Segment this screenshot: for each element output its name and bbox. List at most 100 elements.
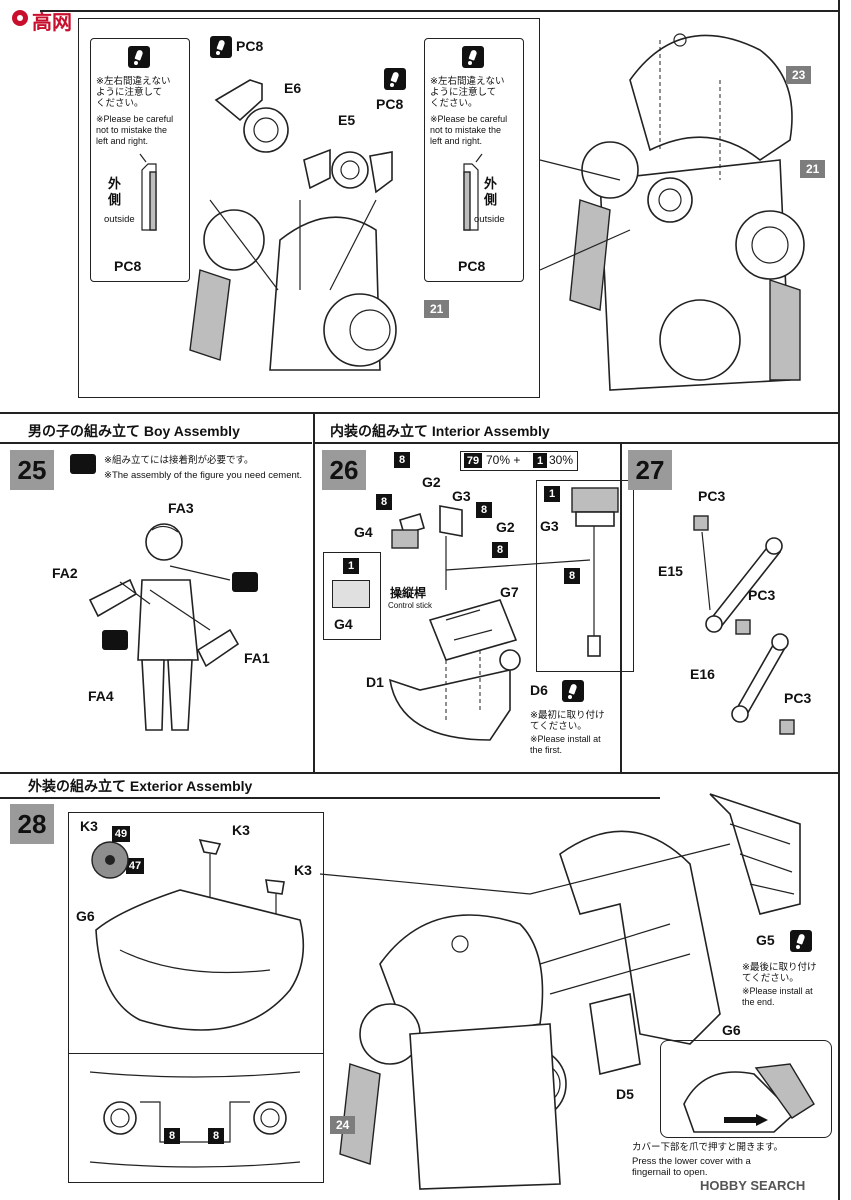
section-divider bbox=[0, 772, 838, 774]
color-mix-box bbox=[460, 451, 578, 471]
step24-right-robot-illustration bbox=[569, 33, 805, 391]
step25-note-en: ※The assembly of the figure you need cem… bbox=[104, 470, 303, 481]
cover-note-en: Press the lower cover with a fingernail … bbox=[632, 1156, 751, 1178]
step24-right-note-en: ※Please be careful not to mistake the le… bbox=[430, 114, 508, 146]
caution-icon bbox=[128, 46, 150, 68]
part-label-d6: D6 bbox=[530, 682, 548, 698]
part-label-d1: D1 bbox=[366, 674, 384, 690]
exterior-inset-illustration bbox=[89, 1071, 301, 1168]
section-divider bbox=[620, 442, 622, 772]
step28-detail-box bbox=[68, 812, 324, 1054]
part-label-d5: D5 bbox=[616, 1086, 634, 1102]
step27-number: 27 bbox=[628, 450, 672, 490]
caution-icon bbox=[384, 68, 406, 90]
color-badge: 8 bbox=[564, 568, 580, 584]
part-label-g4: G4 bbox=[334, 616, 353, 632]
part-label-g2: G2 bbox=[496, 519, 515, 535]
part-label-g2: G2 bbox=[422, 474, 441, 490]
color-badge-1: 1 bbox=[533, 453, 547, 468]
logo-text: 高网 bbox=[32, 10, 72, 34]
ref-label-24: 24 bbox=[330, 1116, 356, 1134]
part-label-g3: G3 bbox=[452, 488, 471, 504]
part-label-g4: G4 bbox=[354, 524, 373, 540]
logo-mark bbox=[12, 10, 28, 26]
step28-title-underline bbox=[0, 797, 660, 799]
step24-frame bbox=[78, 18, 540, 398]
step25-title-underline bbox=[0, 442, 312, 444]
step24-right-outside-en: outside bbox=[474, 214, 505, 225]
color-badge-79: 79 bbox=[464, 453, 482, 468]
boy-figure-illustration bbox=[88, 523, 240, 731]
step24-right-note-box bbox=[424, 38, 524, 282]
part-label-e16: E16 bbox=[690, 666, 715, 682]
watermark-text: HOBBY SEARCH bbox=[700, 1178, 806, 1193]
step24-right-note-part: PC8 bbox=[458, 258, 486, 274]
part-label-g5: G5 bbox=[756, 932, 775, 948]
color-badge: 8 bbox=[376, 494, 392, 510]
part-label-k3: K3 bbox=[294, 862, 312, 878]
step24-left-outside-en: outside bbox=[104, 214, 135, 225]
g5-note-jp: ※最後に取り付け てください。 bbox=[742, 962, 817, 984]
cement-icon bbox=[232, 572, 258, 592]
color-badge-47: 47 bbox=[126, 858, 144, 874]
control-stick-jp: 操縦桿 bbox=[390, 586, 427, 600]
interior-assembly-illustration bbox=[388, 505, 591, 741]
step25-number: 25 bbox=[10, 450, 54, 490]
color-badge: 8 bbox=[208, 1128, 224, 1144]
section-divider bbox=[0, 412, 838, 414]
color-mix-pct-b: 30% bbox=[549, 453, 574, 467]
part-label-fa4: FA4 bbox=[88, 688, 114, 704]
section-divider bbox=[313, 412, 315, 772]
caution-icon bbox=[562, 680, 584, 702]
step28-inset-box bbox=[68, 1052, 324, 1183]
part-label-k3: K3 bbox=[80, 818, 98, 834]
part-label-g6: G6 bbox=[722, 1022, 741, 1038]
page-top-border bbox=[40, 10, 838, 12]
part-label-e6: E6 bbox=[284, 80, 302, 96]
color-badge: 8 bbox=[476, 502, 492, 518]
ref-label-23: 23 bbox=[786, 66, 812, 84]
step24-callout-lines bbox=[539, 159, 631, 271]
color-badge: 8 bbox=[164, 1128, 180, 1144]
step25-title: 男の子の組み立て Boy Assembly bbox=[28, 423, 240, 439]
part-label-e15: E15 bbox=[658, 563, 683, 579]
color-badge: 1 bbox=[544, 486, 560, 502]
part-label-pc3: PC3 bbox=[748, 587, 776, 603]
site-logo: 高网 bbox=[10, 4, 80, 44]
color-badge: 1 bbox=[343, 558, 359, 574]
part-label-pc8: PC8 bbox=[236, 38, 264, 54]
d6-note-jp: ※最初に取り付け てください。 bbox=[530, 710, 605, 732]
arm-assembly-illustration bbox=[693, 515, 795, 735]
color-mix-pct-a: 70% + bbox=[486, 453, 521, 467]
step24-left-pc8-diagram bbox=[139, 153, 157, 231]
step24-left-body-illustration bbox=[189, 79, 397, 371]
ref-label-21: 21 bbox=[800, 160, 826, 178]
ref-label-21: 21 bbox=[424, 300, 450, 318]
part-label-g3: G3 bbox=[540, 518, 559, 534]
exterior-assembly-illustration bbox=[319, 793, 801, 1190]
part-label-fa2: FA2 bbox=[52, 565, 78, 581]
exterior-detail-illustration bbox=[91, 838, 305, 1031]
cover-detail-box bbox=[660, 1040, 832, 1138]
g3-detail-box bbox=[536, 480, 634, 672]
step24-left-note-box bbox=[90, 38, 190, 282]
step24-right-note-jp: ※左右間違えない ように注意して ください。 bbox=[430, 76, 505, 109]
part-label-pc3: PC3 bbox=[698, 488, 726, 504]
step26-number: 26 bbox=[322, 450, 366, 490]
caution-icon bbox=[790, 930, 812, 952]
g4-detail-box bbox=[323, 552, 381, 640]
part-label-fa1: FA1 bbox=[244, 650, 270, 666]
step24-left-note-jp: ※左右間違えない ように注意して ください。 bbox=[96, 76, 171, 109]
step26-title-underline bbox=[313, 442, 838, 444]
step24-left-note-part: PC8 bbox=[114, 258, 142, 274]
step25-note-jp: ※組み立てには接着剤が必要です。 bbox=[104, 455, 254, 466]
d6-note-en: ※Please install at the first. bbox=[530, 734, 601, 755]
control-stick-en: Control stick bbox=[388, 601, 433, 610]
cover-note-jp: カバー下部を爪で押すと開きます。 bbox=[632, 1142, 784, 1153]
part-label-pc3: PC3 bbox=[784, 690, 812, 706]
watermark: HOBBY SEARCH bbox=[700, 1178, 805, 1193]
page-right-border bbox=[838, 0, 840, 1200]
cover-detail-illustration bbox=[683, 1063, 815, 1133]
step24-left-note-en: ※Please be careful not to mistake the le… bbox=[96, 114, 174, 146]
step26-title: 内装の組み立て Interior Assembly bbox=[330, 423, 550, 439]
